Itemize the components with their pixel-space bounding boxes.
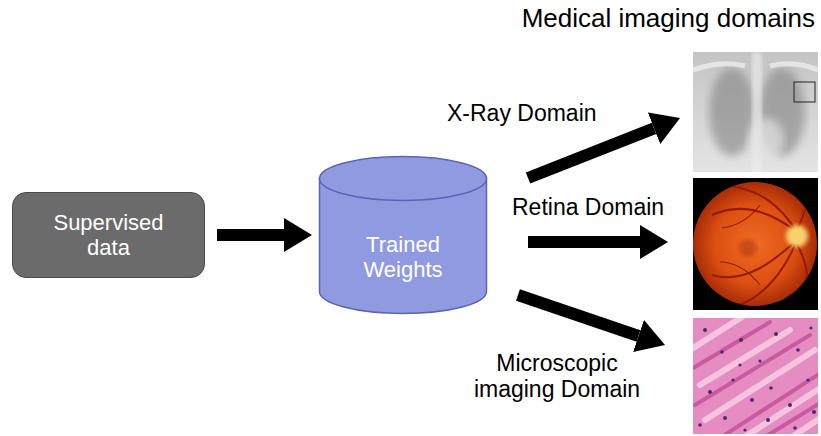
process-box: Supervised data (12, 192, 205, 278)
retina-image (693, 178, 818, 310)
database-cylinder: Trained Weights (318, 155, 488, 315)
cylinder-top (320, 157, 487, 201)
domain-arrow (528, 236, 640, 248)
heading: Medical imaging domains (522, 4, 815, 34)
domain-label: X-Ray Domain (447, 100, 597, 126)
domain-label: Retina Domain (512, 194, 664, 220)
domain-arrow (518, 295, 639, 336)
node-text: Trained Weights (348, 232, 458, 283)
domain-arrow (528, 128, 654, 178)
node-text: Supervised data (44, 210, 174, 261)
microscopy-image (693, 318, 818, 434)
xray-image (693, 52, 818, 172)
domain-label: Microscopic imaging Domain (462, 350, 652, 403)
flow-arrow (217, 229, 284, 241)
